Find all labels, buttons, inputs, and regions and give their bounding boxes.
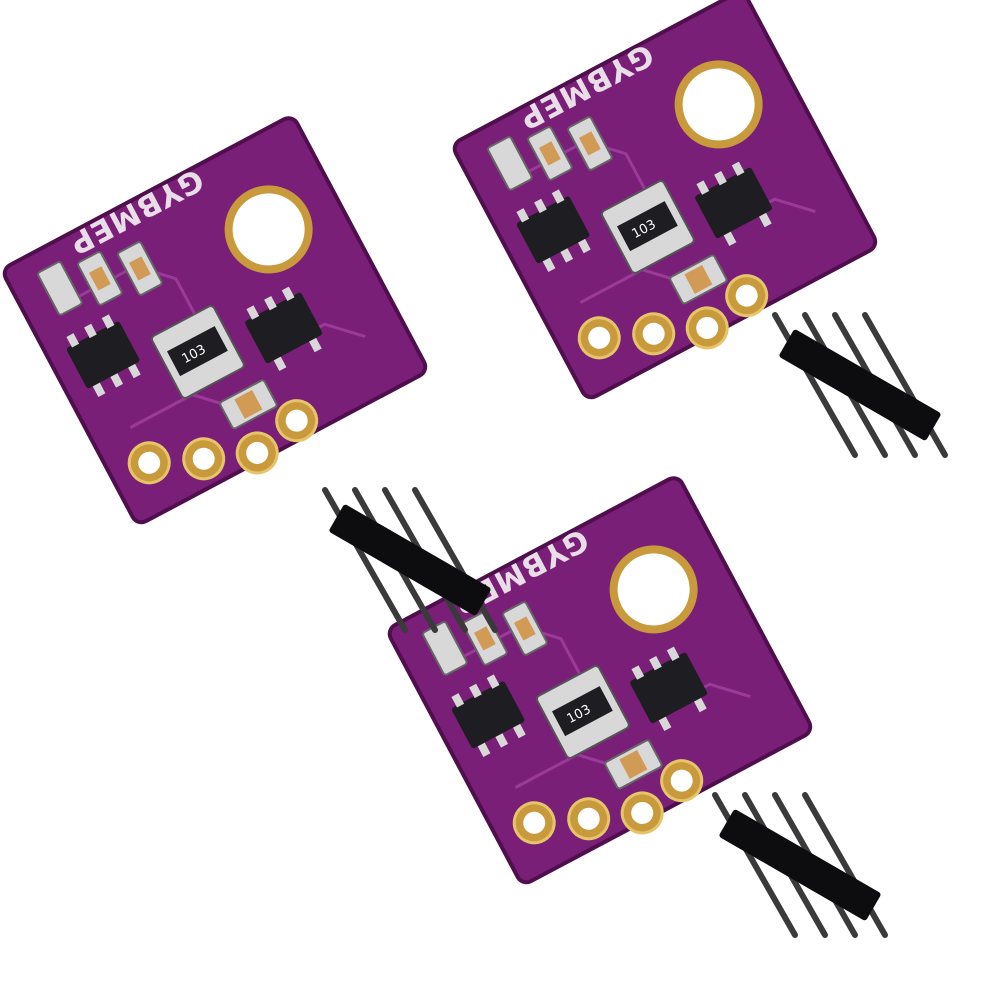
- sensor-board-1: GYBMEP 103: [0, 109, 434, 536]
- pin-header-3: [715, 795, 885, 935]
- pin-header-icon: [325, 490, 495, 630]
- pin-header-icon: [715, 795, 885, 935]
- pin-header-2: [775, 315, 945, 455]
- pin-header-1: [325, 490, 495, 630]
- pin-header-icon: [775, 315, 945, 455]
